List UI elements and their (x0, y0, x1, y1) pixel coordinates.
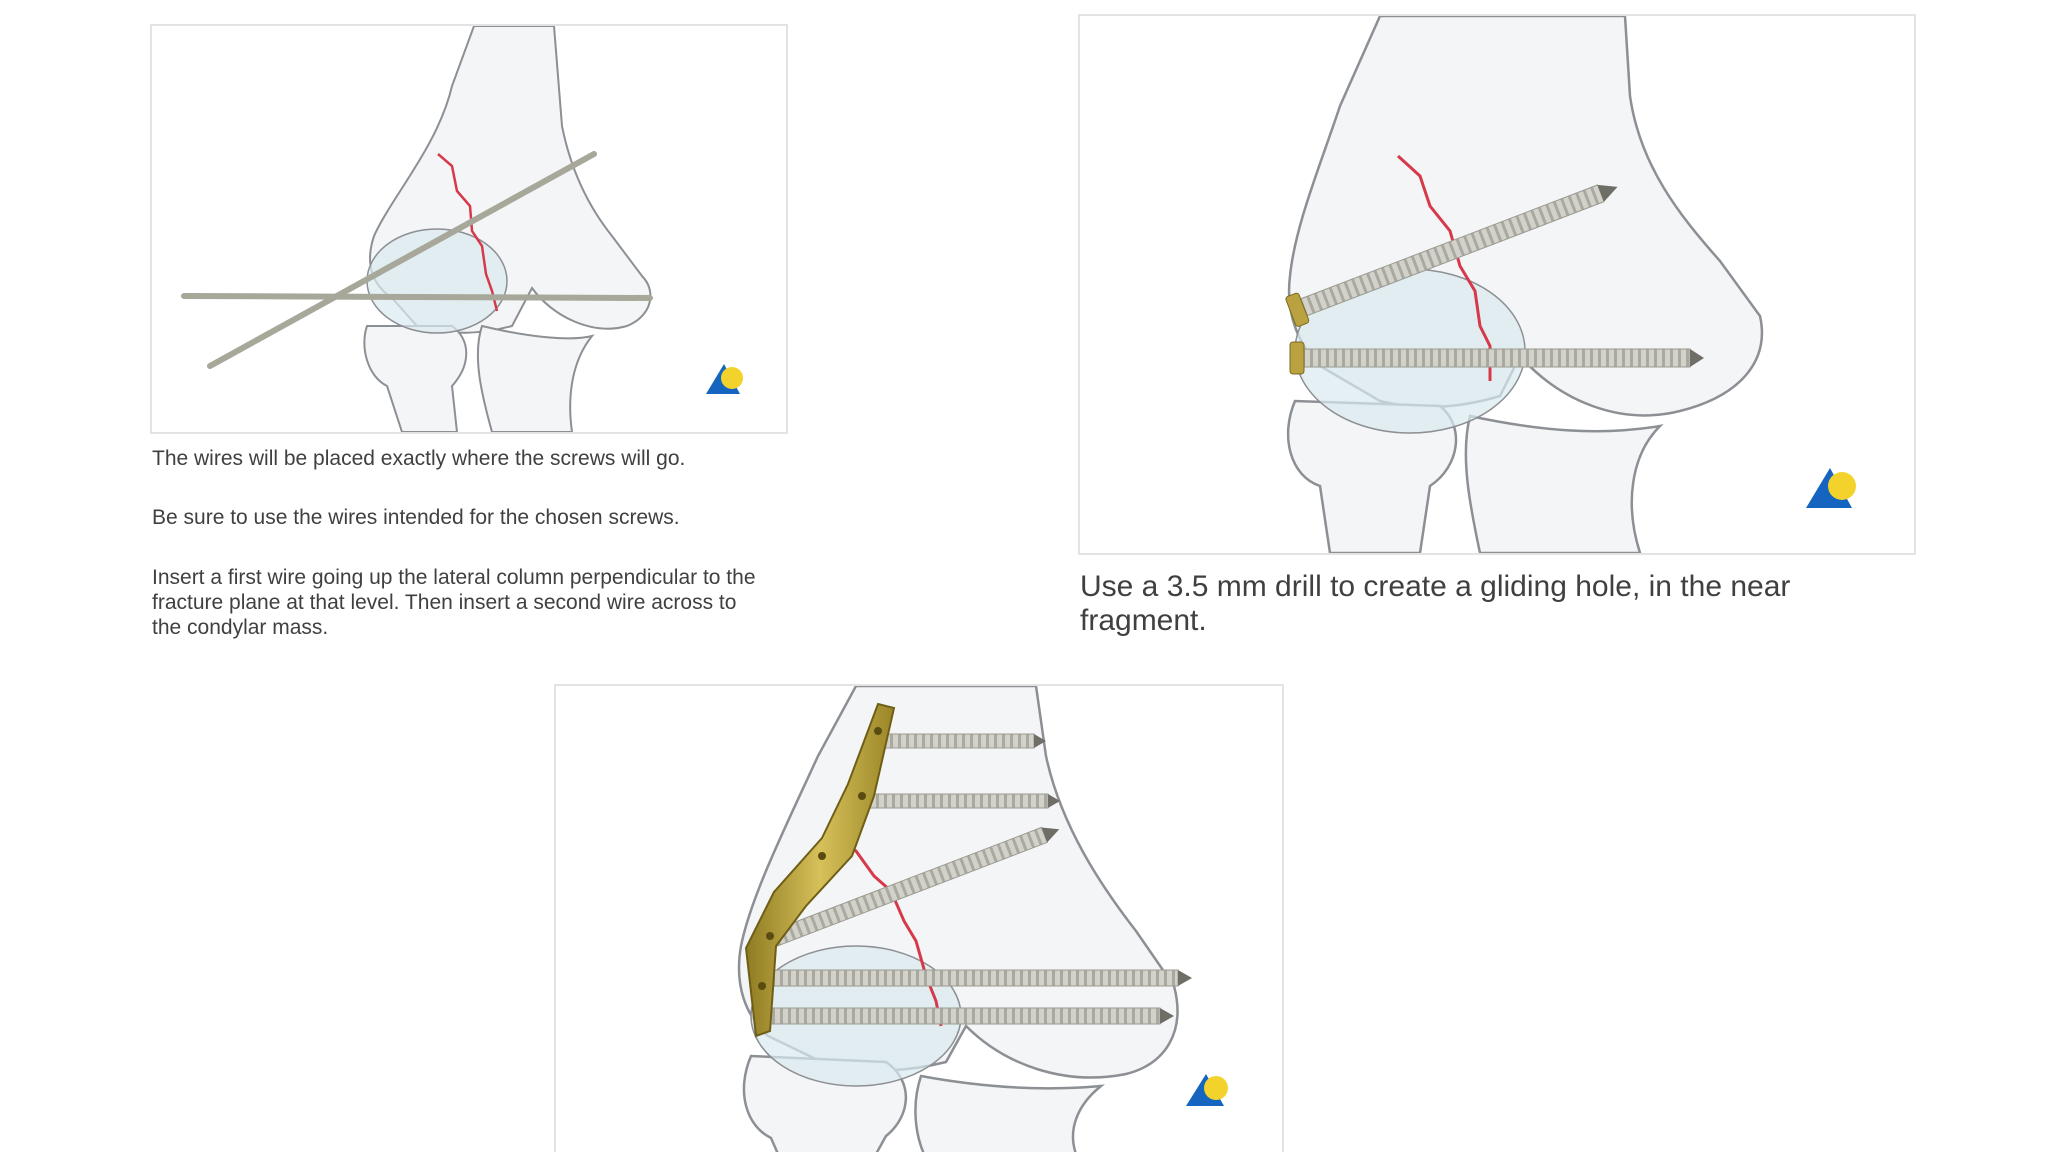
screw-oblique (1285, 184, 1618, 327)
diagram-panel-screws (1078, 14, 1916, 555)
ao-foundation-logo-icon (1806, 468, 1856, 508)
plate-screw-5 (763, 1007, 1174, 1025)
panel1-caption-line-2: Be sure to use the wires intended for th… (152, 506, 680, 529)
bone-plate (744, 702, 896, 1038)
ulna-bone (476, 324, 595, 432)
panel1-caption-line-3: Insert a first wire going up the lateral… (152, 566, 756, 639)
plate-screw-4 (763, 969, 1192, 987)
fracture-line (437, 153, 499, 312)
humerus-wires-illustration (181, 26, 743, 432)
diagram-panel-wires (150, 24, 788, 434)
k-wire-oblique (207, 151, 597, 369)
panel2-caption: Use a 3.5 mm drill to create a gliding h… (1080, 570, 1791, 637)
ao-foundation-logo-icon (706, 364, 743, 394)
screw-horizontal (1289, 341, 1704, 375)
diagram-panel-plate (554, 684, 1284, 1152)
humerus-plate-illustration (737, 686, 1228, 1152)
fracture-line (825, 829, 943, 1027)
plate-screw-1 (865, 733, 1046, 749)
ulna-bone (1464, 414, 1664, 553)
panel1-caption-line-1: The wires will be placed exactly where t… (152, 447, 686, 470)
ao-foundation-logo-icon (1186, 1074, 1228, 1106)
ulna-bone (914, 1074, 1106, 1152)
capitulum (366, 228, 508, 334)
radius-bone (363, 325, 468, 432)
humerus-screws-illustration (1285, 16, 1856, 553)
k-wire-horizontal (181, 293, 653, 301)
plate-screw-2 (843, 793, 1060, 809)
fracture-line (1396, 154, 1492, 381)
